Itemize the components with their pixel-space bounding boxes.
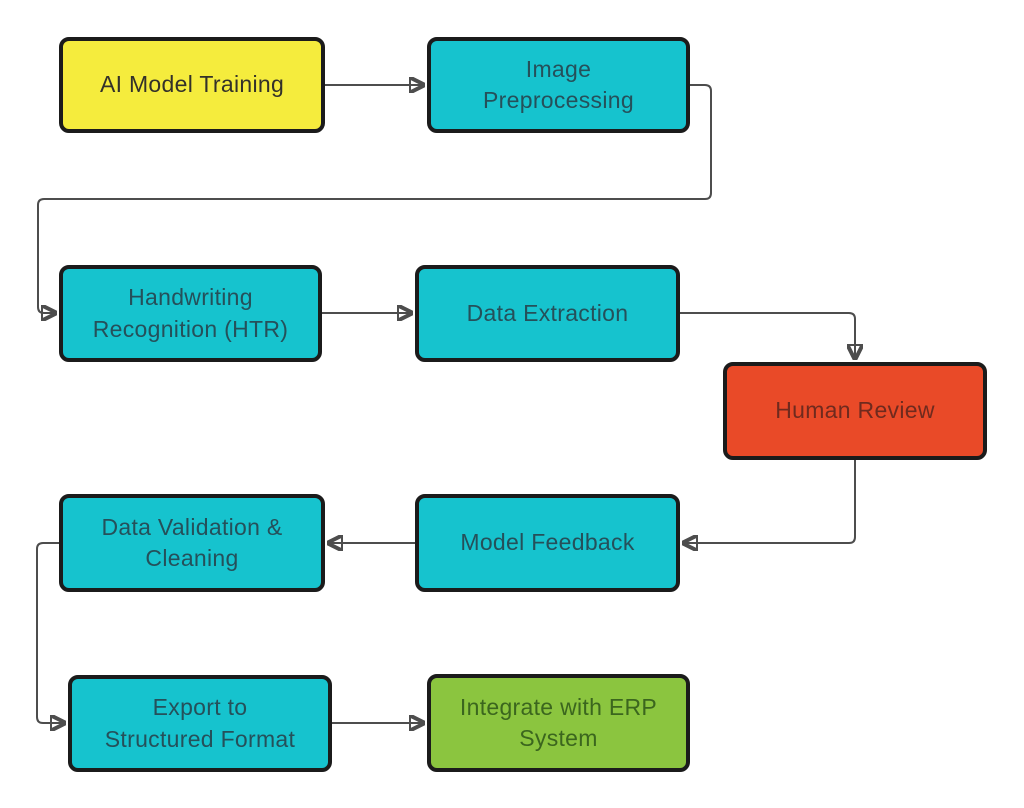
- node-human-review: Human Review: [723, 362, 987, 460]
- node-integrate-erp-system: Integrate with ERP System: [427, 674, 690, 772]
- node-data-validation-cleaning: Data Validation & Cleaning: [59, 494, 325, 592]
- node-label: Image Preprocessing: [483, 55, 634, 113]
- node-handwriting-recognition: Handwriting Recognition (HTR): [59, 265, 322, 362]
- node-label: Export to Structured Format: [104, 694, 296, 752]
- edge-extraction-to-human-review: [680, 312, 855, 358]
- node-ai-model-training: AI Model Training: [59, 37, 325, 133]
- node-label: Data Extraction: [466, 299, 629, 326]
- node-data-extraction: Data Extraction: [415, 265, 680, 362]
- node-label: Data Validation & Cleaning: [101, 513, 283, 571]
- node-export-structured-format: Export to Structured Format: [68, 675, 332, 772]
- node-label: AI Model Training: [99, 71, 285, 98]
- node-image-preprocessing: Image Preprocessing: [427, 37, 690, 133]
- edge-human-review-to-feedback: [684, 460, 856, 543]
- node-label: Integrate with ERP System: [459, 693, 658, 751]
- node-label: Human Review: [775, 397, 935, 424]
- node-model-feedback: Model Feedback: [415, 494, 680, 592]
- node-label: Handwriting Recognition (HTR): [92, 284, 289, 342]
- edge-validation-to-export: [36, 542, 64, 723]
- node-label: Model Feedback: [460, 529, 635, 556]
- edge-preprocessing-to-handwriting: [37, 84, 712, 313]
